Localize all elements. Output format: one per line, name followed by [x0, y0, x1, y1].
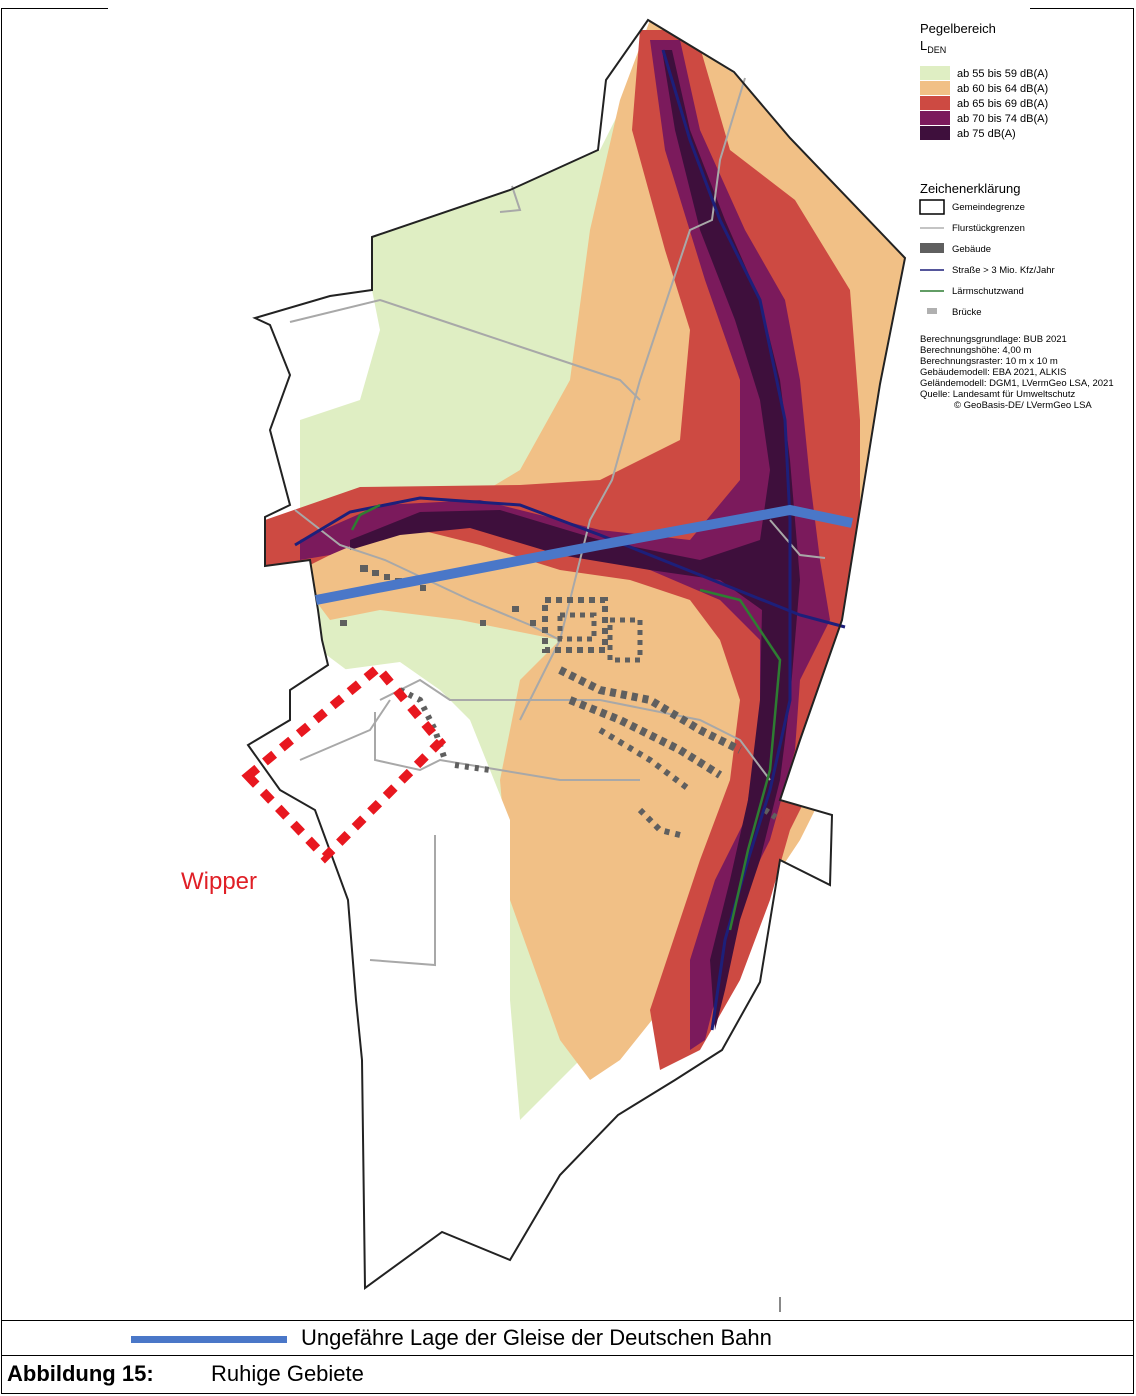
rail-legend-row: Ungefähre Lage der Gleise der Deutschen …: [1, 1321, 1134, 1355]
legend-level-swatch: [920, 111, 950, 125]
municipal-boundary: [246, 18, 907, 1290]
quiet-area-wipper: [241, 661, 447, 864]
bridge-icon: [927, 308, 937, 314]
legend-level-swatch: [920, 81, 950, 95]
legend-level-label: ab 75 dB(A): [957, 128, 1016, 140]
quiet-area-label: Wipper: [181, 868, 258, 895]
note-line: Berechnungshöhe: 4,00 m: [920, 345, 1032, 356]
legend-level-label: ab 65 bis 69 dB(A): [957, 98, 1048, 110]
legend-symbol-label: Gemeindegrenze: [952, 202, 1025, 213]
unmapped-area-sw: [248, 662, 520, 1288]
legend-symbols-title: Zeichenerklärung: [920, 181, 1020, 196]
building-icon: [920, 243, 944, 253]
legend-level-label: ab 70 bis 74 dB(A): [957, 113, 1048, 125]
note-line: Gebäudemodell: EBA 2021, ALKIS: [920, 367, 1066, 378]
legend-symbol-label: Gebäude: [952, 244, 991, 255]
note-line: © GeoBasis-DE/ LVermGeo LSA: [954, 400, 1092, 411]
rail-swatch: [131, 1336, 287, 1343]
caption-title: Ruhige Gebiete: [211, 1361, 364, 1386]
legend-level-items: ab 55 bis 59 dB(A) ab 60 bis 64 dB(A) ab 6…: [920, 66, 1048, 140]
legend-symbol-label: Flurstückgrenzen: [952, 223, 1025, 234]
legend-symbol-label: Lärmschutzwand: [952, 286, 1024, 297]
legend-symbols: Zeichenerklärung Gemeindegrenze Flurstüc…: [919, 181, 1055, 318]
noise-barrier-west: [350, 503, 381, 531]
divider: [1, 1320, 1134, 1321]
legend-level-swatch: [920, 96, 950, 110]
legend-level-swatch: [920, 126, 950, 140]
divider: [1, 1355, 1134, 1356]
noise-barrier: [699, 588, 782, 931]
legend-levels-title: Pegelbereich: [920, 21, 996, 36]
note-line: Berechnungsgrundlage: BUB 2021: [920, 334, 1067, 345]
legend-level-label: ab 55 bis 59 dB(A): [957, 68, 1048, 80]
noise-map: Pegelbereich LDEN ab 55 bis 59 dB(A) ab 6…: [241, 18, 1114, 1312]
zone-75-plus: [350, 50, 800, 1030]
noise-zones: [248, 20, 905, 1288]
legend-symbol-label: Brücke: [952, 307, 982, 318]
legend-level-label: ab 60 bis 64 dB(A): [957, 83, 1048, 95]
note-line: Quelle: Landesamt für Umweltschutz: [920, 389, 1075, 400]
municipal-boundary-icon: [919, 199, 945, 215]
caption-number: Abbildung 15:: [7, 1361, 154, 1386]
legend-level-swatch: [920, 66, 950, 80]
rail-line: [315, 504, 854, 605]
unmapped-area-nw: [255, 290, 380, 430]
legend-levels: Pegelbereich LDEN ab 55 bis 59 dB(A) ab 6…: [920, 21, 1048, 140]
top-border-gap: [108, 0, 1030, 9]
calculation-notes: Berechnungsgrundlage: BUB 2021 Berechnun…: [920, 334, 1114, 411]
legend-metric: LDEN: [920, 38, 946, 55]
note-line: Geländemodell: DGM1, LVermGeo LSA, 2021: [920, 378, 1114, 389]
note-line: Berechnungsraster: 10 m x 10 m: [920, 356, 1058, 367]
legend-symbol-label: Straße > 3 Mio. Kfz/Jahr: [952, 265, 1055, 276]
rail-legend-label: Ungefähre Lage der Gleise der Deutschen …: [301, 1325, 772, 1350]
figure-caption: Abbildung 15: Ruhige Gebiete: [1, 1357, 1134, 1393]
